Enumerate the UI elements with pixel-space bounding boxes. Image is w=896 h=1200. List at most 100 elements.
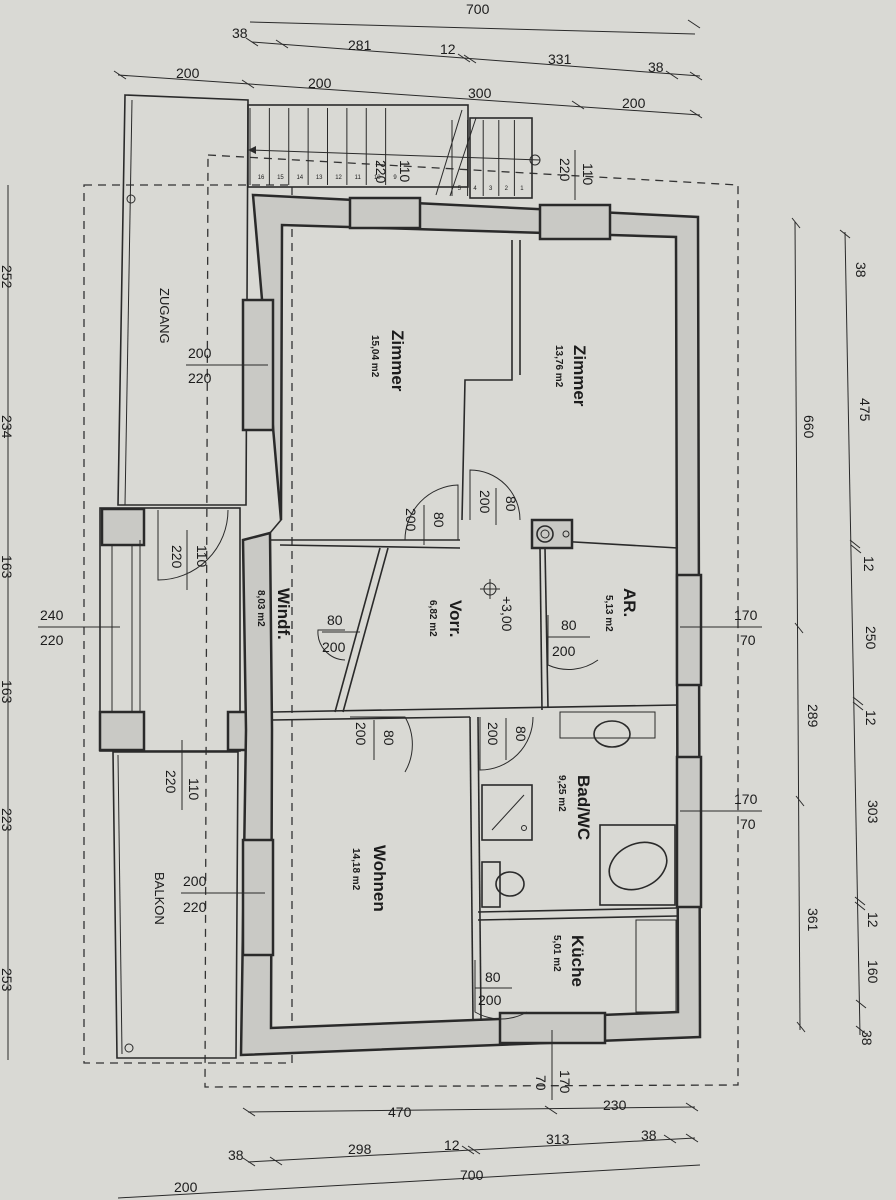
room-name-vorraum: Vorr. (446, 600, 465, 637)
bad-window-width: 170 (734, 791, 758, 807)
stair-window-height: 110 (580, 163, 596, 186)
level-mark-icon (480, 579, 500, 599)
room-name-wohnen: Wohnen (370, 845, 389, 912)
stair-left-step-number: 10 (374, 175, 381, 181)
dim-right-inner-c: 361 (805, 908, 821, 932)
entry-door-height: 110 (194, 545, 210, 568)
door-bad-height: 200 (485, 722, 501, 746)
dim-right-c: 12 (861, 556, 877, 572)
stair-right-step-number: 4 (473, 186, 477, 192)
level-mark: +3,00 (499, 596, 515, 632)
room-name-kueche: Küche (568, 935, 587, 987)
dimension-ticks (113, 19, 867, 1167)
door-kueche-width: 80 (485, 969, 501, 985)
balkon-door-height: 220 (163, 770, 179, 794)
bath-sink-counter (559, 711, 656, 739)
stair-left-step-number: 13 (316, 175, 323, 181)
outer-wall (239, 193, 702, 1057)
dim-right-f: 303 (865, 800, 881, 824)
dim-right-h: 160 (865, 960, 881, 984)
dim-right-b: 475 (857, 398, 873, 422)
dim-bottom2-d: 313 (546, 1131, 570, 1147)
door-kueche-height: 200 (478, 992, 502, 1008)
dim-top2-b: 281 (348, 37, 372, 53)
door-swings (157, 469, 599, 1020)
room-area-zimmer-right: 13,76 m2 (553, 345, 564, 388)
stair-right-step-number: 3 (489, 186, 493, 192)
zugang-window-width: 200 (188, 345, 212, 361)
dim-top-total: 700 (466, 1, 490, 17)
zugang-area (117, 94, 249, 506)
dim-top3-d: 200 (622, 95, 646, 111)
dim-top2-c: 12 (440, 41, 456, 57)
dim-bottom2-b: 298 (348, 1141, 372, 1157)
dim-left-b: 234 (0, 415, 15, 439)
dim-right-inner-b: 289 (805, 704, 821, 728)
stair-left-step-number: 14 (296, 175, 303, 181)
dim-left-a: 252 (0, 265, 15, 289)
room-name-balkon: BALKON (152, 872, 167, 925)
stair-right-step-number: 1 (520, 186, 524, 192)
dim-bottom1-b: 230 (603, 1097, 627, 1113)
room-name-zimmer-right: Zimmer (570, 345, 589, 407)
balkon-door-width: 110 (186, 778, 202, 801)
room-name-bad: Bad/WC (574, 775, 593, 840)
room-name-zimmer-left: Zimmer (388, 330, 407, 392)
shower-icon (481, 784, 533, 841)
stair-landing-dim: 110 (397, 160, 413, 183)
room-area-vorraum: 6,82 m2 (427, 600, 438, 637)
chimney (530, 518, 574, 550)
entry-door-width: 220 (169, 545, 185, 569)
door-wohnen-width: 80 (381, 730, 397, 746)
stair-flight-dim: 220 (373, 160, 389, 184)
dim-top2-a: 38 (232, 25, 248, 41)
bad-window-height: 70 (740, 816, 756, 832)
dim-right-a: 38 (853, 262, 869, 278)
dim-left-e: 223 (0, 808, 15, 832)
balkon-window-width: 200 (183, 873, 207, 889)
dim-top3-a: 200 (176, 65, 200, 81)
dim-top2-d: 331 (548, 51, 572, 67)
door-ar-width: 80 (561, 617, 577, 633)
entry-window-width: 240 (40, 607, 64, 623)
dimension-lines (7, 21, 861, 1199)
stair-left-step-number: 11 (355, 175, 362, 181)
door-windfang-width: 80 (327, 612, 343, 628)
door-windfang-height: 200 (322, 639, 346, 655)
chimney-flue-icon (536, 525, 554, 543)
balkon-area (112, 751, 239, 1059)
dim-bottom2-c: 12 (444, 1137, 460, 1153)
kueche-window-height: 70 (533, 1075, 549, 1091)
door-zimmer-right-height: 200 (477, 490, 493, 514)
sink-icon (593, 720, 631, 748)
dim-bottom3-b: 700 (460, 1167, 484, 1183)
dim-right-i: 38 (859, 1030, 875, 1046)
zugang-window-height: 220 (188, 370, 212, 386)
dim-right-d: 250 (863, 626, 879, 650)
room-name-ar: AR. (620, 588, 639, 617)
stair-left-step-number: 15 (277, 175, 284, 181)
dim-right-g: 12 (865, 912, 881, 928)
dim-top3-c: 300 (468, 85, 492, 101)
door-wohnen-height: 200 (353, 722, 369, 746)
dim-left-f: 253 (0, 968, 15, 992)
stair-window-width: 220 (557, 158, 573, 182)
room-name-windfang: Windf. (274, 588, 293, 640)
dim-top3-b: 200 (308, 75, 332, 91)
stair-left-step-number: 9 (393, 175, 397, 181)
dim-right-inner-a: 660 (801, 415, 817, 439)
room-area-wohnen: 14,18 m2 (350, 848, 361, 891)
room-area-kueche: 5,01 m2 (551, 935, 562, 972)
bathtub-icon (599, 824, 676, 906)
balkon-window-height: 220 (183, 899, 207, 915)
stair-right-step-number: 5 (458, 186, 462, 192)
roof-outline-main (204, 154, 739, 1088)
door-bad-width: 80 (513, 726, 529, 742)
kueche-window-width: 170 (557, 1070, 573, 1094)
dim-right-e: 12 (863, 710, 879, 726)
room-name-zugang: ZUGANG (157, 288, 172, 344)
stair-right-step-number: 2 (505, 186, 509, 192)
door-zimmer-right-width: 80 (503, 496, 519, 512)
dim-left-d: 163 (0, 680, 15, 704)
